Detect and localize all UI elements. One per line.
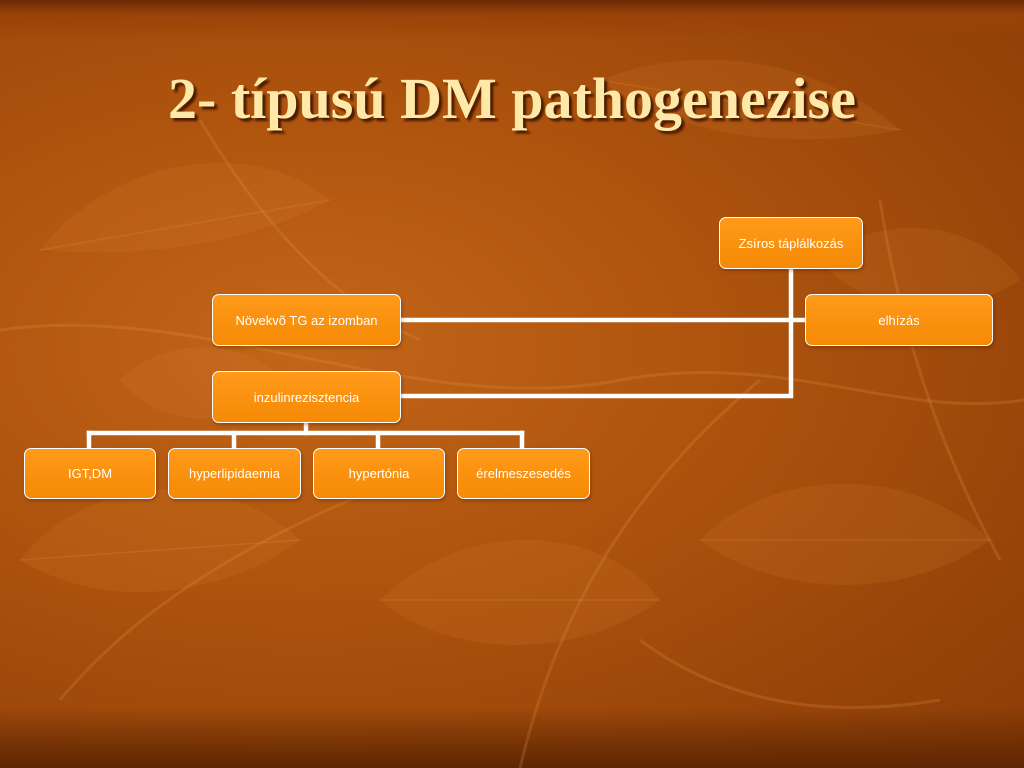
node-hyperlipidaemia: hyperlipidaemia [168, 448, 301, 499]
node-zsiros-taplalkozas: Zsíros táplálkozás [719, 217, 863, 269]
node-elhizas: elhízás [805, 294, 993, 346]
node-inzulinrezisztencia: inzulinrezisztencia [212, 371, 401, 423]
connector-zsiros-trunk [397, 265, 794, 399]
slide-title: 2- típusú DM pathogenezise [168, 66, 856, 131]
node-novekvo-tg-az-izomban: Növekvõ TG az izomban [212, 294, 401, 346]
node-hypertonia: hypertónia [313, 448, 445, 499]
node-erelmeszesedes: érelmeszesedés [457, 448, 590, 499]
node-igt-dm: IGT,DM [24, 448, 156, 499]
